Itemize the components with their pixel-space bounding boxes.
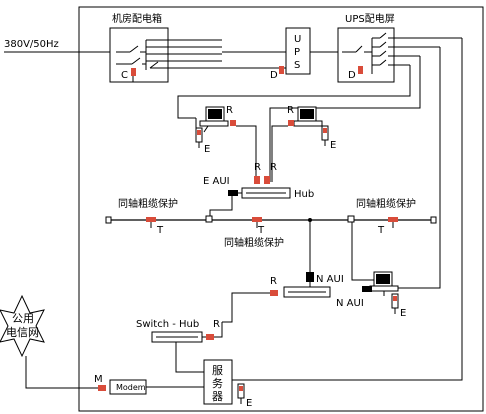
feed-right-pc — [269, 56, 421, 182]
switch-hub-label: Switch - Hub — [136, 319, 199, 330]
protector-d2 — [358, 66, 363, 74]
coax-center-label: 同轴粗缆保护 — [224, 236, 284, 249]
t-right-label: T — [377, 225, 385, 236]
hub-r-right-label: R — [270, 162, 277, 173]
public-network-star — [0, 294, 45, 358]
ups-panel-box — [337, 27, 395, 83]
coax-protector-left — [146, 217, 156, 222]
switch-hub-protector — [206, 334, 214, 340]
breaker-d2-label: D — [348, 70, 356, 81]
ups-letter-p: P — [294, 47, 300, 58]
hub-r-left-label: R — [254, 162, 261, 173]
server-e-label: E — [246, 398, 252, 409]
switch-upper-protector — [270, 290, 278, 296]
modem-protector — [98, 385, 106, 391]
e-aui-label: E AUI — [203, 176, 230, 187]
coax-protector-right — [388, 217, 398, 222]
server-computer — [369, 271, 399, 296]
ups-letter-u: U — [294, 34, 301, 45]
left-pc-protector-r — [230, 120, 236, 126]
ups-panel-breakers — [342, 32, 462, 74]
feed-left-pc — [177, 65, 411, 119]
server-char-2: 务 — [212, 377, 223, 390]
breaker-c-label: C — [121, 70, 128, 81]
modem-label: Modem — [116, 383, 146, 392]
public-net-label-2: 电信网 — [6, 326, 39, 339]
switch-upper-r-label: R — [270, 276, 277, 287]
coax-terminator-left — [105, 216, 112, 224]
coax-right-label: 同轴粗缆保护 — [356, 197, 416, 210]
hub-label: Hub — [294, 189, 314, 200]
m-label: M — [94, 374, 103, 385]
coax-tap-right — [347, 215, 355, 223]
protector-c — [131, 68, 136, 76]
n-aui-lower-label: N AUI — [336, 298, 364, 309]
server-pc-e-label: E — [400, 308, 406, 319]
public-net-label-1: 公用 — [12, 312, 34, 325]
server-box — [203, 359, 233, 405]
left-computer — [199, 106, 229, 133]
coax-left-label: 同轴粗缆保护 — [118, 197, 178, 210]
t-center-label: T — [257, 225, 265, 236]
t-left-label: T — [156, 225, 164, 236]
breaker-d1-label: D — [270, 70, 278, 81]
machine-room-box — [109, 27, 169, 83]
right-pc-protector-r — [288, 120, 294, 126]
feed-server-right — [392, 47, 441, 289]
server-aui-connector — [362, 286, 372, 292]
right-pc-r-label: R — [287, 105, 294, 116]
ups-box — [285, 27, 311, 75]
ups-panel-title: UPS配电屏 — [345, 12, 395, 25]
n-aui-upper-label: N AUI — [316, 274, 344, 285]
coax-protector-center — [252, 217, 262, 222]
switch-hub-r-label: R — [213, 319, 220, 330]
switch-aui-connector — [306, 272, 314, 282]
server-char-1: 服 — [212, 364, 223, 377]
machine-room-box-title: 机房配电箱 — [112, 12, 162, 25]
right-pc-e-label: E — [330, 140, 336, 151]
left-pc-r-label: R — [226, 105, 233, 116]
building-boundary — [78, 6, 484, 412]
power-input-label: 380V/50Hz — [4, 39, 59, 50]
ups-letter-s: S — [294, 60, 300, 71]
hub-aui-connector — [228, 190, 238, 196]
coax-tap-left — [205, 215, 213, 223]
feed-server-bottom — [232, 38, 463, 381]
box-breakers — [116, 39, 230, 70]
left-pc-e-label: E — [204, 144, 210, 155]
hub-protector-left — [254, 176, 260, 184]
coax-terminator-right — [430, 216, 437, 224]
protector-d1 — [279, 66, 284, 74]
server-char-3: 器 — [212, 390, 223, 403]
right-computer — [293, 106, 323, 127]
hub-protector-right — [264, 176, 270, 184]
